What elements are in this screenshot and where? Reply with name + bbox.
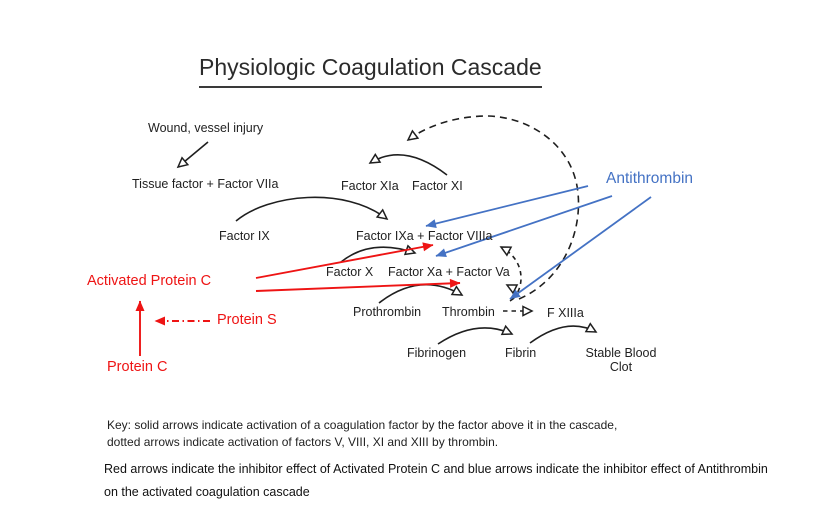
node-wound-vessel-injury: Wound, vessel injury: [148, 121, 264, 135]
arrow-wound-to-tissue-factor: [176, 141, 209, 169]
node-activated-protein-c: Activated Protein C: [87, 273, 212, 289]
node-factor-xa-va: Factor Xa + Factor Va: [388, 265, 510, 279]
arrow-fibrin-to-stable-clot: [529, 322, 598, 344]
node-factor-ix: Factor IX: [219, 229, 270, 243]
arrow-fibrinogen-to-fibrin: [437, 324, 514, 345]
node-fibrinogen: Fibrinogen: [407, 346, 467, 360]
arrow-factor-x-to-xa: [340, 244, 417, 263]
node-antithrombin: Antithrombin: [606, 170, 694, 187]
node-factor-xia: Factor XIa: [341, 179, 399, 193]
node-prothrombin: Prothrombin: [353, 305, 422, 319]
node-thrombin: Thrombin: [442, 305, 495, 319]
node-f-xiiia: F XIIIa: [547, 306, 584, 320]
legend-key: Key: solid arrows indicate activation of…: [107, 417, 687, 451]
blue-arrow-antithrombin-to-factor-xa: [435, 195, 613, 258]
blue-arrow-antithrombin-to-thrombin: [509, 196, 652, 300]
node-protein-s: Protein S: [217, 312, 277, 328]
node-tissue-factor-viia: Tissue factor + Factor VIIa: [132, 177, 279, 191]
arrow-tissue-factor-to-factor-ixa: [235, 196, 389, 222]
node-factor-xi: Factor XI: [412, 179, 463, 193]
legend-key-line2: dotted arrows indicate activation of fac…: [107, 435, 499, 449]
arrow-factor-xi-to-xia: [368, 153, 448, 176]
node-protein-c: Protein C: [107, 359, 168, 375]
node-fibrin: Fibrin: [505, 346, 537, 360]
dashed-arrow-thrombin-to-factor-va: [505, 284, 519, 302]
legend-inhibitor-note: Red arrows indicate the inhibitor effect…: [104, 462, 768, 499]
node-stable-blood-clot: Stable Blood Clot: [585, 346, 657, 374]
page-title: Physiologic Coagulation Cascade: [199, 54, 542, 88]
node-factor-x: Factor X: [326, 265, 374, 279]
red-arrow-apc-to-factor-va: [255, 278, 461, 292]
node-factor-ixa-viiia: Factor IXa + Factor VIIIa: [356, 229, 493, 243]
legend-key-line1: Key: solid arrows indicate activation of…: [107, 418, 618, 432]
arrow-prothrombin-to-thrombin: [378, 283, 464, 304]
